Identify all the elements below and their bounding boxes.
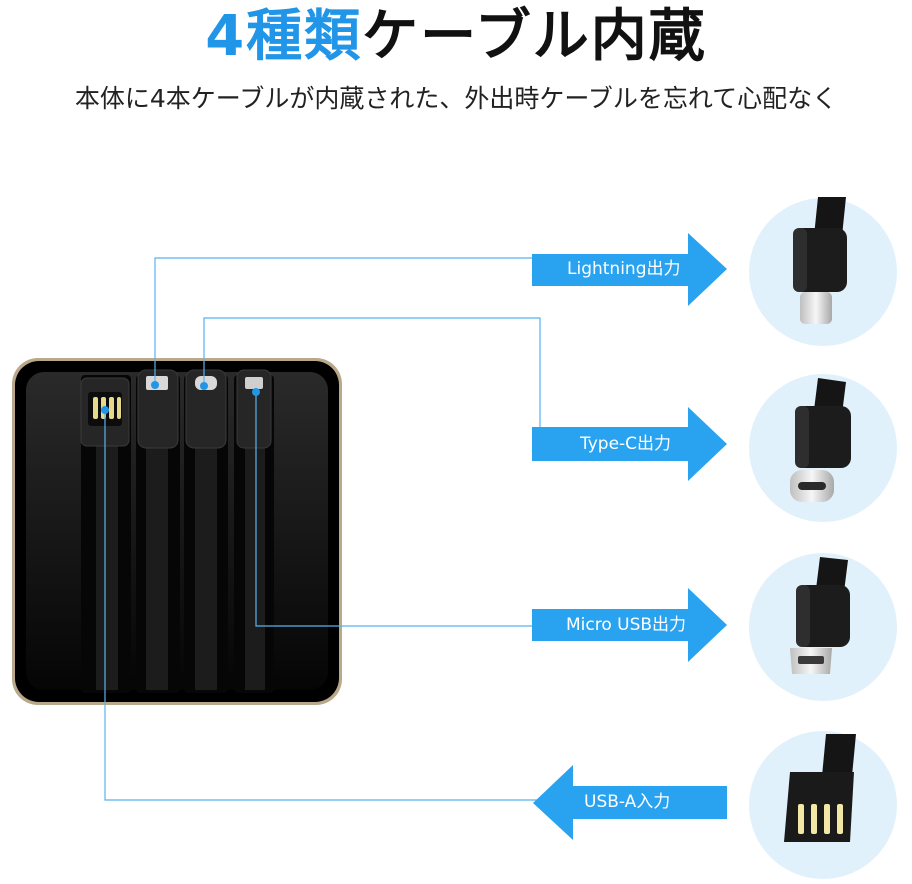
- usb-a-input-label: USB-A入力: [584, 792, 671, 812]
- micro-usb-dot: [252, 388, 260, 396]
- lightning-leader: [154, 257, 540, 385]
- type-c-cable: [195, 440, 217, 690]
- type-c-dot: [200, 382, 208, 390]
- type-c-connector-icon: [790, 378, 851, 502]
- page-subtitle: 本体に4本ケーブルが内蔵された、外出時ケーブルを忘れて心配なく: [74, 84, 838, 113]
- micro-usb-connector-icon: [790, 557, 850, 674]
- type-c-output-label: Type-C出力: [580, 434, 672, 454]
- micro-usb-output-label: Micro USB出力: [566, 615, 687, 635]
- usb-a-cable: [96, 440, 118, 690]
- lightning-cable: [146, 440, 168, 690]
- micro-usb-arrow: [532, 588, 727, 662]
- usb-a-arrow: [533, 765, 727, 840]
- micro-usb-plug: [245, 377, 263, 389]
- micro-usb-leader: [255, 392, 540, 627]
- usb-a-pin: [117, 397, 121, 419]
- title-accent: 4種類: [205, 4, 363, 69]
- usb-a-dot: [101, 406, 109, 414]
- usb-a-pin: [109, 397, 114, 419]
- leader-lines: [104, 257, 541, 801]
- power-bank-device: [12, 358, 342, 705]
- usb-a-leader: [104, 410, 540, 801]
- page-title: 4種類ケーブル内蔵: [0, 2, 912, 72]
- usb-a-pin: [93, 397, 98, 419]
- lightning-dot: [151, 381, 159, 389]
- type-c-leader: [203, 317, 541, 437]
- type-c-arrow: [532, 407, 727, 481]
- type-c-head: [185, 369, 227, 449]
- lightning-connector-icon: [793, 197, 847, 324]
- lightning-arrow: [532, 233, 727, 306]
- lightning-output-label: Lightning出力: [567, 259, 681, 279]
- micro-usb-head: [236, 369, 272, 449]
- leader-dots: [101, 381, 260, 414]
- usb-a-connector-icon: [784, 734, 856, 842]
- title-main: ケーブル内蔵: [362, 4, 707, 69]
- micro-usb-cable: [245, 440, 265, 690]
- arrows: [532, 233, 727, 840]
